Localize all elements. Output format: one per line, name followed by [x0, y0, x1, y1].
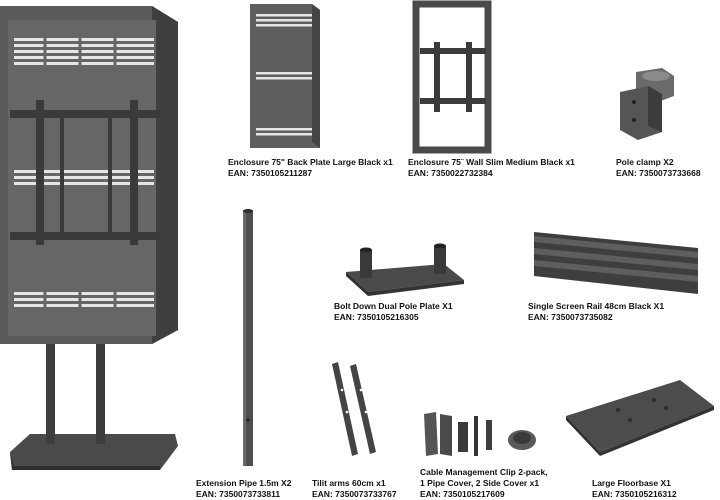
item-ean: EAN: 7350073733811 — [196, 489, 281, 499]
item-name: Extension Pipe 1.5m X2 — [196, 478, 292, 488]
caption-large-floorbase: Large Floorbase X1 EAN: 7350105216312 — [592, 478, 677, 500]
pole-clamp-image — [620, 68, 674, 140]
wall-slim-frame-image — [412, 0, 492, 154]
item-name-line2: 1 Pipe Cover, 2 Side Cover x1 — [420, 478, 540, 488]
large-floorbase-image — [566, 380, 714, 456]
item-ean: EAN: 7350073733767 — [312, 489, 397, 499]
caption-cable-management: Cable Management Clip 2-pack, 1 Pipe Cov… — [420, 467, 548, 500]
assembled-display-stand-image — [0, 6, 178, 470]
item-name-line1: Cable Management Clip 2-pack, — [420, 467, 548, 477]
extension-pipe-image — [243, 209, 253, 466]
item-name: Enclosure 75" Back Plate Large Black x1 — [228, 157, 393, 167]
screen-rail-image — [534, 232, 698, 294]
item-ean: EAN: 7350105216312 — [592, 489, 677, 499]
item-name: Single Screen Rail 48cm Black X1 — [528, 301, 665, 311]
item-ean: EAN: 7350105217609 — [420, 489, 505, 499]
caption-tilt-arms: Tilit arms 60cm x1 EAN: 7350073733767 — [312, 478, 397, 500]
item-ean: EAN: 7350022732384 — [408, 168, 493, 178]
item-ean: EAN: 7350073733668 — [616, 168, 701, 178]
item-name: Enclosure 75¨ Wall Slim Medium Black x1 — [408, 157, 575, 167]
caption-pole-clamp: Pole clamp X2 EAN: 7350073733668 — [616, 157, 701, 179]
tilt-arms-image — [332, 362, 376, 456]
caption-bolt-down-plate: Bolt Down Dual Pole Plate X1 EAN: 735010… — [334, 301, 453, 323]
caption-wall-slim: Enclosure 75¨ Wall Slim Medium Black x1 … — [408, 157, 575, 179]
item-name: Tilit arms 60cm x1 — [312, 478, 386, 488]
item-name: Pole clamp X2 — [616, 157, 674, 167]
item-name: Large Floorbase X1 — [592, 478, 671, 488]
caption-back-plate: Enclosure 75" Back Plate Large Black x1 … — [228, 157, 393, 179]
item-ean: EAN: 7350073735082 — [528, 312, 613, 322]
item-ean: EAN: 7350105216305 — [334, 312, 419, 322]
back-plate-image — [250, 4, 320, 148]
item-name: Bolt Down Dual Pole Plate X1 — [334, 301, 453, 311]
bolt-down-plate-image — [346, 243, 464, 296]
caption-screen-rail: Single Screen Rail 48cm Black X1 EAN: 73… — [528, 301, 664, 323]
cable-management-parts-image — [424, 412, 536, 456]
item-ean: EAN: 7350105211287 — [228, 168, 313, 178]
caption-extension-pipe: Extension Pipe 1.5m X2 EAN: 735007373381… — [196, 478, 291, 500]
